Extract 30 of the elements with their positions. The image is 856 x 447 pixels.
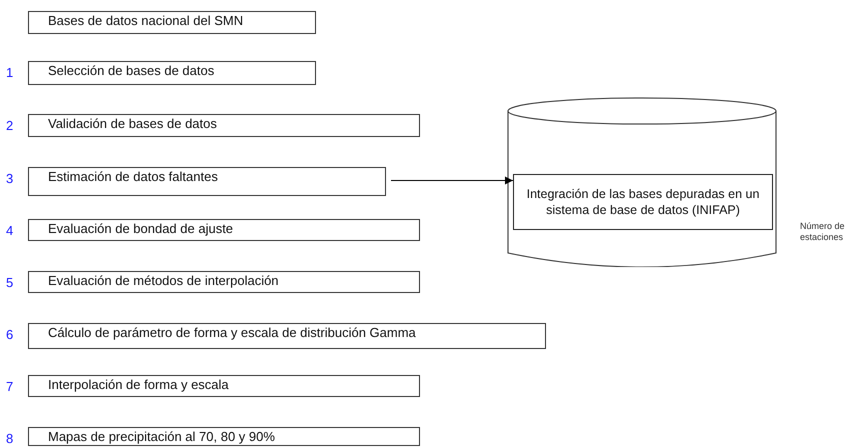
process-box [28, 11, 316, 34]
box-text: Evaluación de métodos de interpolación [48, 273, 279, 288]
step-number: 7 [6, 379, 14, 394]
box-text: Mapas de precipitación al 70, 80 y 90% [48, 429, 275, 444]
box-text: Cálculo de parámetro de forma y escala de distribución Gamma [48, 325, 416, 340]
box-text: Validación de bases de datos [48, 116, 217, 131]
step-number: 3 [6, 171, 14, 186]
box-text: Evaluación de bondad de ajuste [48, 221, 234, 236]
database-label-box [513, 174, 773, 230]
box-text: Integración de las bases depuradas en un sistema de base de datos (INIFAP) [526, 186, 760, 218]
process-box [28, 375, 420, 397]
step-number: 1 [6, 65, 14, 80]
arrow [390, 176, 514, 184]
step-number: 6 [6, 327, 14, 342]
process-box [28, 219, 420, 241]
process-box [28, 271, 420, 293]
side-note: Número de estaciones [800, 221, 846, 244]
step-number: 4 [6, 223, 14, 238]
process-box [28, 61, 316, 85]
process-box [28, 323, 546, 349]
box-text: Bases de datos nacional del SMN [48, 13, 244, 28]
box-text: Selección de bases de datos [48, 63, 214, 78]
step-number: 5 [6, 275, 14, 290]
box-text: Interpolación de forma y escala [48, 377, 229, 392]
process-box [28, 167, 386, 196]
step-number: 8 [6, 431, 14, 446]
process-box [28, 427, 420, 446]
step-number: 2 [6, 118, 14, 133]
process-box [28, 114, 420, 137]
box-text: Estimación de datos faltantes [48, 169, 218, 184]
